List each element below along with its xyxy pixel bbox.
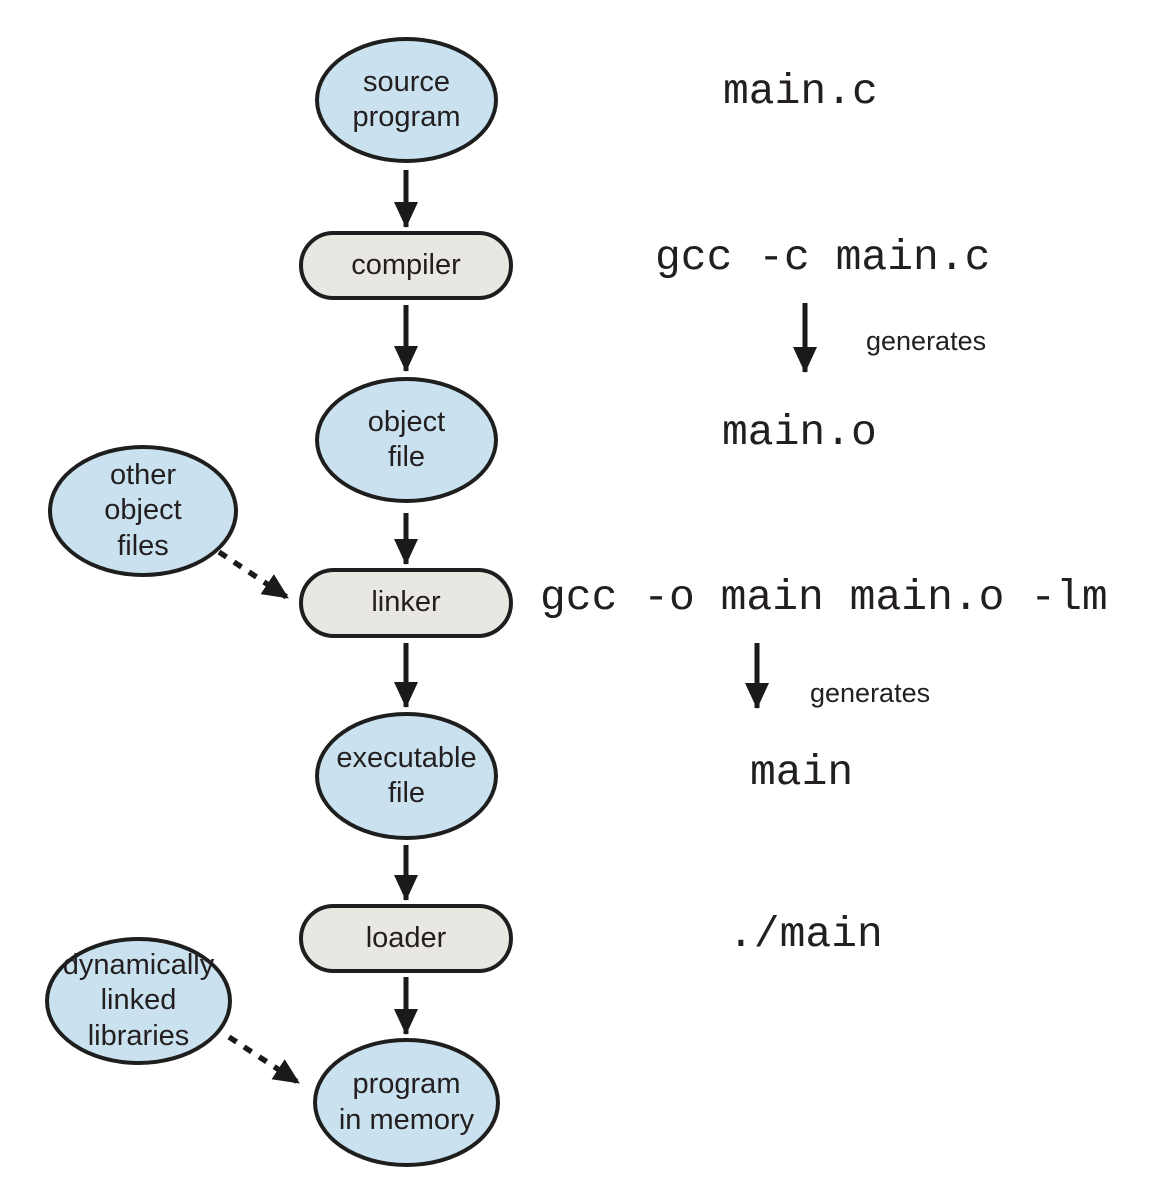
node-compiler-label: compiler (351, 248, 461, 281)
node-source-program: source program (315, 37, 498, 163)
node-object-file: object file (315, 377, 498, 503)
annotation-run-command: ./main (728, 910, 883, 959)
node-other-object-files: other object files (48, 445, 238, 577)
annotation-executable-output: main (750, 748, 854, 797)
node-program-in-memory: program in memory (313, 1038, 500, 1167)
node-loader-label: loader (365, 921, 447, 954)
node-source-program-label: source program (352, 65, 461, 133)
node-executable-file-label: executable file (336, 741, 477, 809)
annotation-object-output: main.o (722, 408, 877, 457)
annotation-source-file: main.c (723, 67, 878, 116)
annotation-generates-2: generates (810, 678, 931, 708)
node-object-file-label: object file (367, 405, 446, 473)
annotation-generates-1: generates (866, 326, 987, 356)
node-executable-file: executable file (315, 712, 498, 840)
node-loader: loader (299, 904, 513, 973)
node-compiler: compiler (299, 231, 513, 300)
annotation-link-command: gcc -o main main.o -lm (540, 573, 1108, 622)
node-other-object-files-label: other object files (104, 458, 182, 562)
node-dll-label: dynamically linked libraries (62, 948, 215, 1052)
node-dynamically-linked-libraries: dynamically linked libraries (45, 937, 232, 1065)
dashed-arrow-other-objects-to-linker (217, 549, 290, 601)
dashed-arrow-dll-to-program (227, 1034, 301, 1086)
annotation-compile-command: gcc -c main.c (655, 233, 991, 282)
node-linker-label: linker (371, 586, 441, 619)
node-linker: linker (299, 568, 513, 638)
node-program-in-memory-label: program in memory (338, 1068, 475, 1136)
